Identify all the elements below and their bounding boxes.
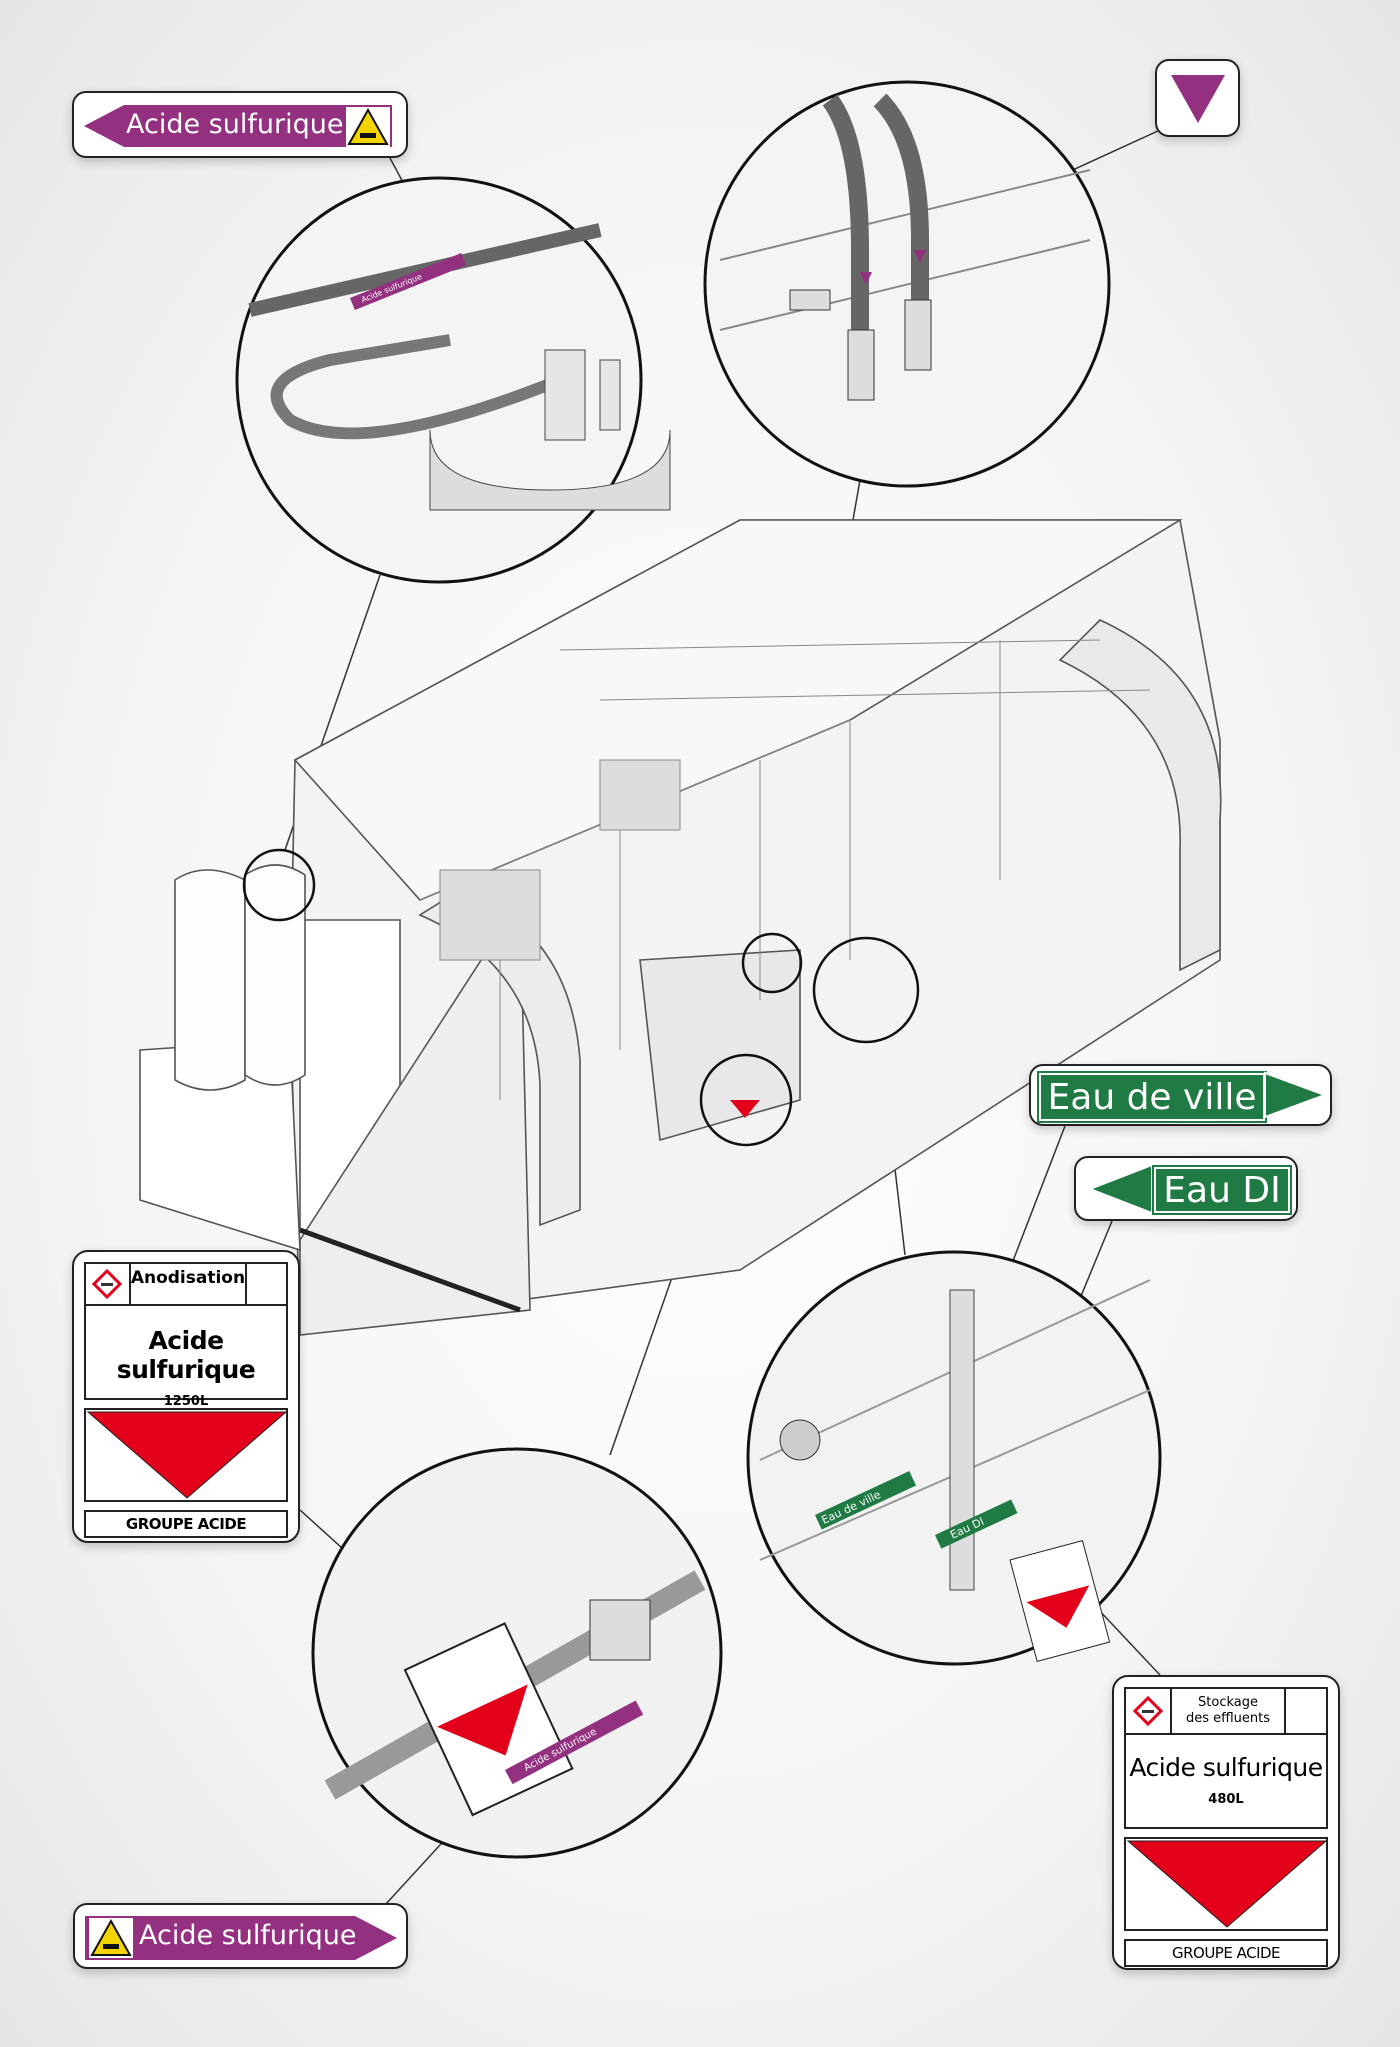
acid-pipe-label-right: Acide sulfurique (73, 1903, 408, 1969)
corrosive-hazard-icon (346, 107, 390, 147)
arrow-left-icon (1087, 1163, 1153, 1215)
eau-de-ville-label: Eau de ville (1029, 1064, 1332, 1126)
panel-header-line: Stockage (1198, 1695, 1258, 1710)
eau-de-ville-band: Eau de ville (1037, 1071, 1267, 1123)
flow-direction-label (1155, 59, 1240, 137)
machine-body (139, 519, 1222, 1336)
corrosive-hazard-icon (89, 1918, 133, 1958)
focus-circle (242, 848, 316, 922)
ghs-corrosive-diamond-icon (86, 1264, 131, 1304)
detail-view-bottom-right (746, 1250, 1162, 1666)
pipe-label-text: Eau DI (1163, 1169, 1281, 1211)
focus-circle (812, 936, 920, 1044)
arrow-right-shape (85, 1916, 397, 1960)
panel-header-line: des effluents (1185, 1711, 1271, 1726)
ghs-corrosive-diamond-icon (1126, 1689, 1172, 1733)
panel-header: Stockage des effluents (1172, 1689, 1286, 1733)
pipe-label-text: Eau de ville (1047, 1076, 1257, 1118)
detail-view-bottom-left (311, 1447, 723, 1859)
eau-di-label: Eau DI (1074, 1156, 1298, 1221)
panel-group: GROUPE ACIDE (84, 1510, 288, 1538)
arrow-right-icon (1264, 1071, 1328, 1119)
triangle-down-icon (1171, 75, 1225, 123)
tank-label-stockage: Stockage des effluents Acide sulfurique … (1112, 1675, 1340, 1970)
detail-view-top-left (235, 176, 671, 584)
focus-circle (741, 932, 803, 994)
tank-label-anodisation: Anodisation Acide sulfurique 1250L GROUP… (72, 1250, 300, 1543)
panel-header: Anodisation (131, 1264, 248, 1304)
panel-title: Acide sulfurique (1129, 1753, 1323, 1782)
arrow-left-shape (84, 105, 392, 147)
panel-volume: 480L (1208, 1792, 1244, 1807)
red-triangle-icon (1124, 1837, 1328, 1931)
pipe-label-text: Acide sulfurique (139, 1920, 357, 1951)
eau-di-band: Eau DI (1152, 1165, 1292, 1215)
focus-circle (699, 1053, 793, 1147)
acid-pipe-label-left: Acide sulfurique (72, 91, 408, 158)
red-triangle-icon (84, 1408, 288, 1502)
pipe-label-text: Acide sulfurique (126, 109, 344, 140)
panel-volume: 1250L (163, 1394, 209, 1409)
detail-view-top-right (703, 80, 1111, 488)
panel-title: Acide sulfurique (116, 1326, 256, 1384)
panel-group: GROUPE ACIDE (1124, 1939, 1328, 1967)
